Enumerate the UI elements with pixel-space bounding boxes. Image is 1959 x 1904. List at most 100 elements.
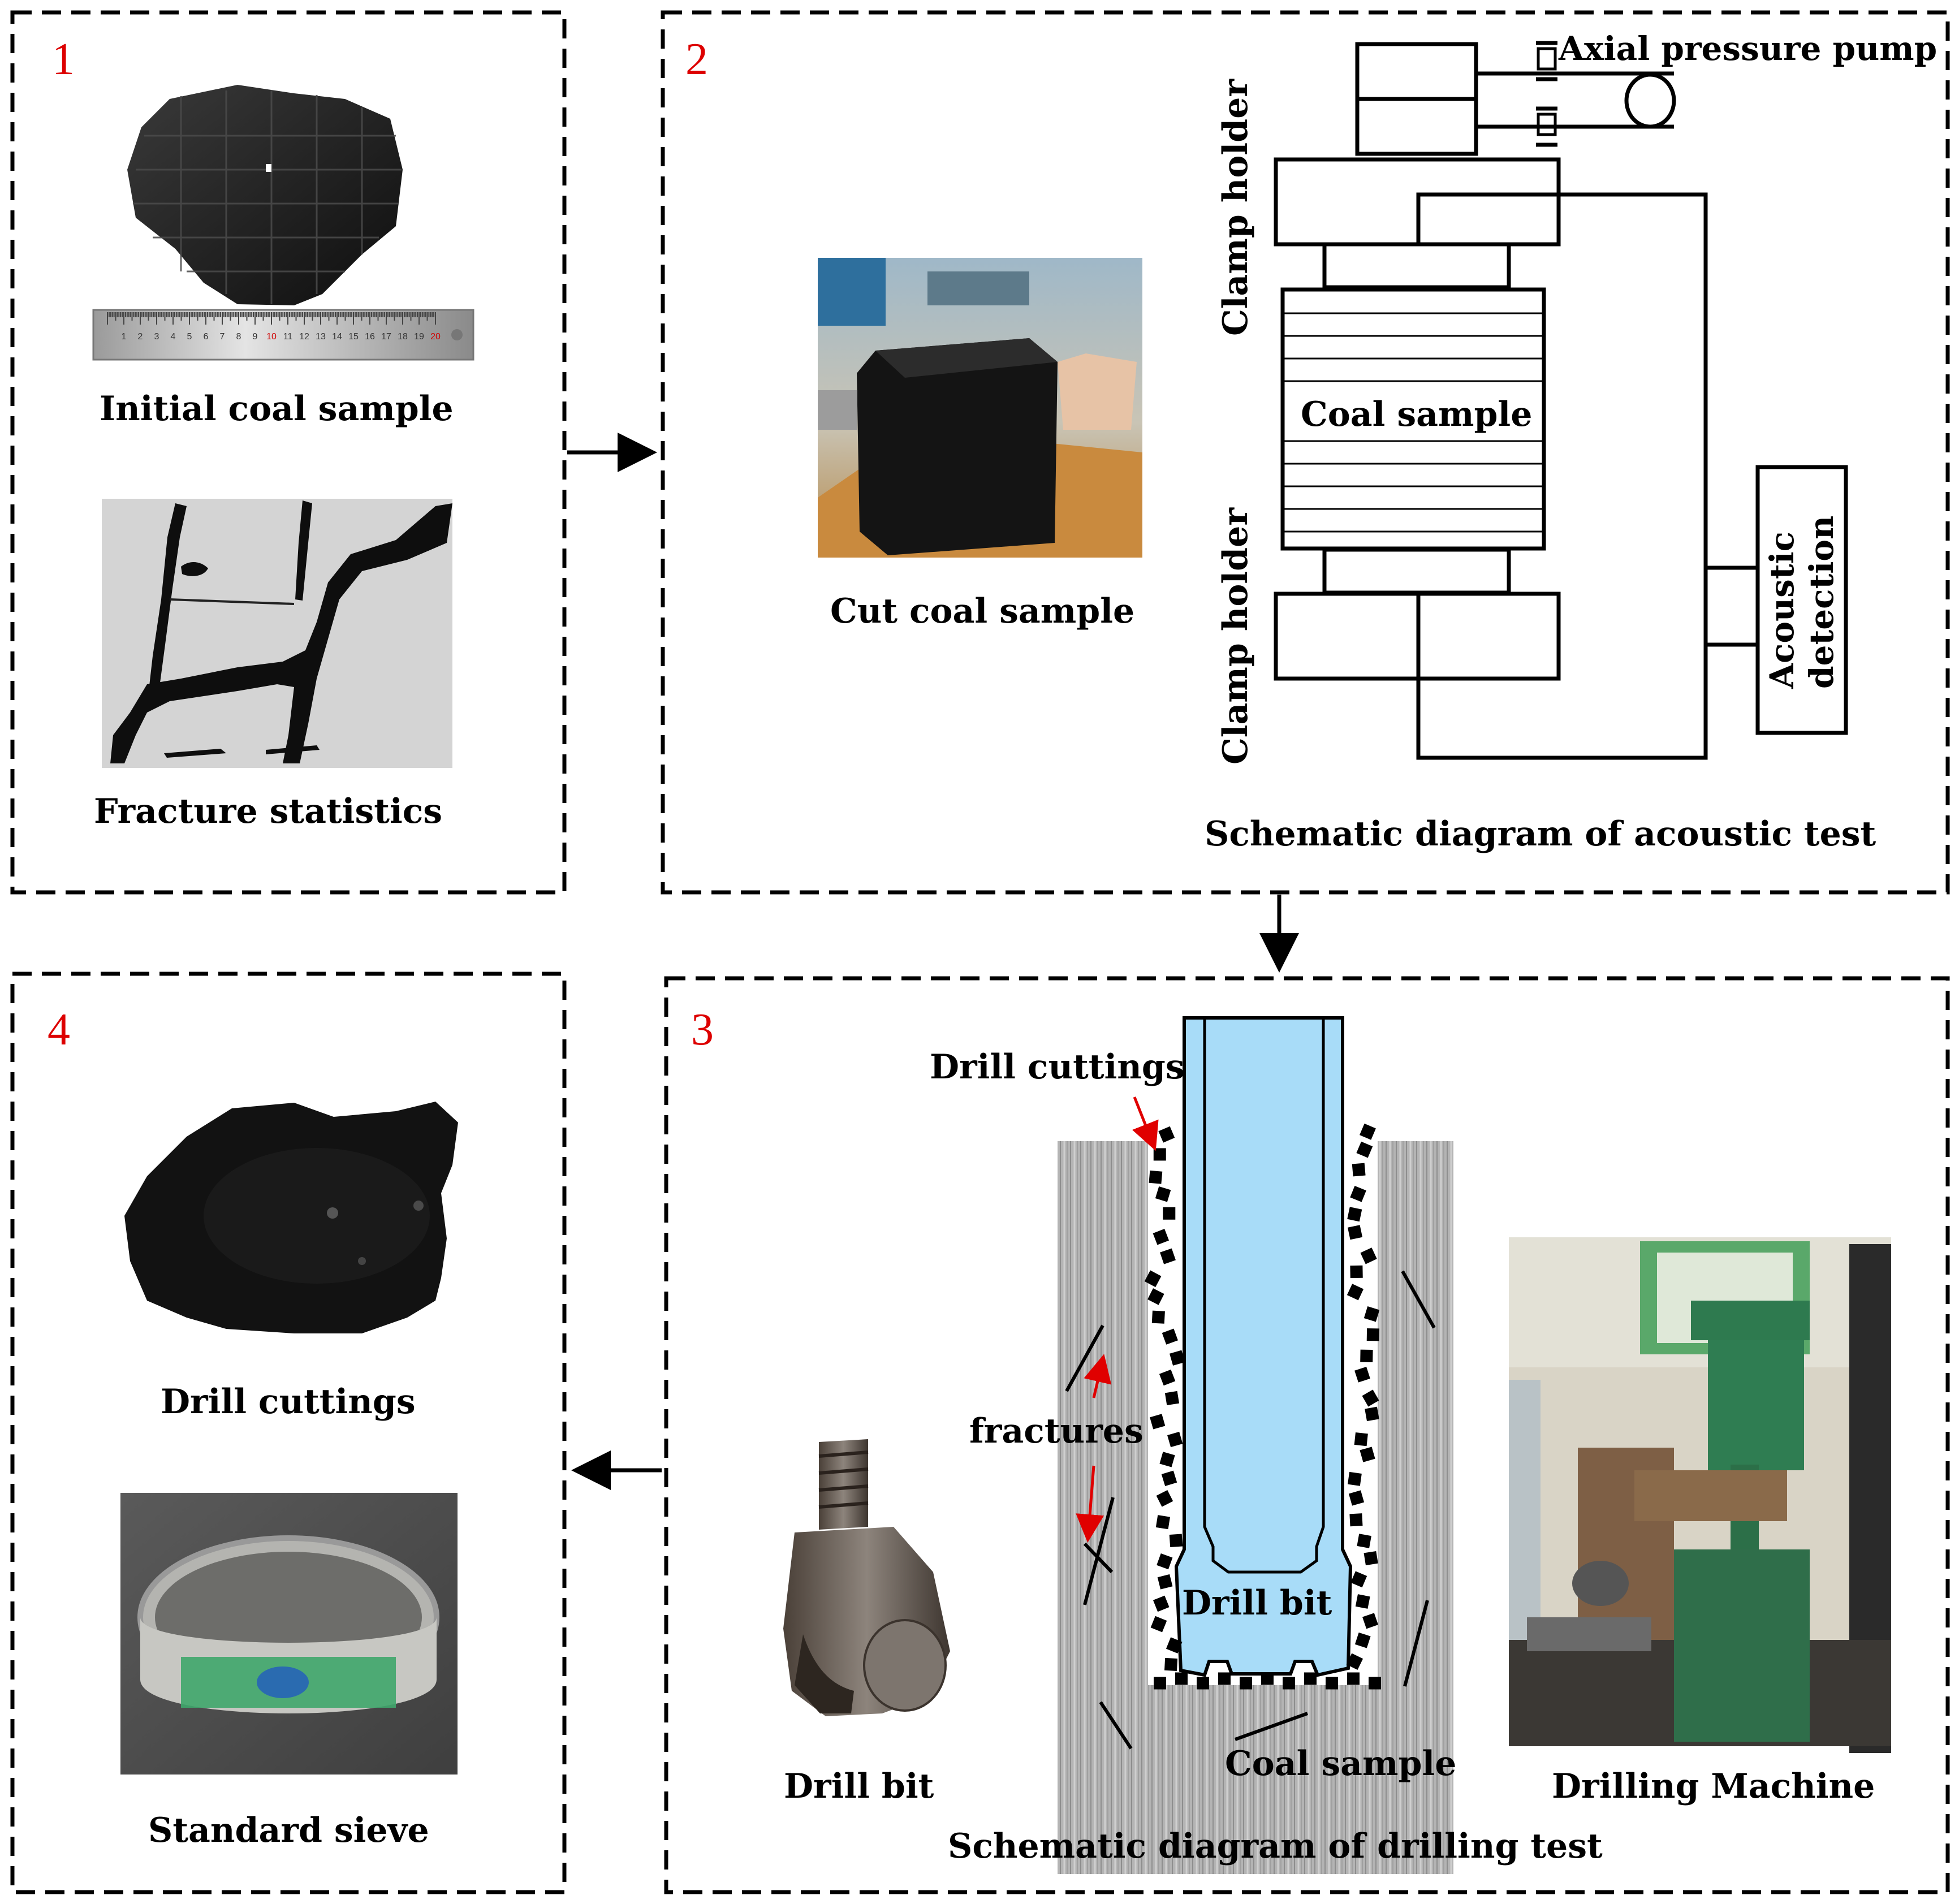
label-acoustic-detection: Acoustic detection	[1763, 515, 1841, 689]
cutting-particle	[1163, 1207, 1176, 1220]
sample-layers	[1283, 312, 1544, 533]
cutting-particle	[1283, 1677, 1295, 1690]
cutting-particle	[1363, 1551, 1378, 1566]
cutting-particle	[1363, 1306, 1380, 1322]
red-arrows	[1076, 1096, 1159, 1543]
ruler-tick-label: 8	[236, 332, 241, 342]
cutting-particle	[1170, 1350, 1185, 1366]
cutting-particle	[1155, 1186, 1171, 1202]
cutting-particle	[1162, 1328, 1178, 1345]
cutting-particle	[1166, 1637, 1183, 1653]
cutting-particle	[1218, 1672, 1231, 1685]
ruler-tick-label: 17	[381, 332, 391, 342]
fracture-lines	[1065, 1270, 1436, 1750]
cutting-particle	[1144, 1270, 1162, 1288]
cutting-particle	[1347, 1284, 1364, 1301]
coal-sample-rock-right	[1378, 1141, 1453, 1874]
label-clamp-holder-bottom: Clamp holder	[1216, 508, 1255, 765]
cutting-particle	[1197, 1677, 1209, 1690]
ruler-tick-label: 9	[253, 332, 258, 342]
cutting-particle	[1347, 1207, 1362, 1222]
drilling-machine-photo	[1509, 1237, 1891, 1753]
cutting-particle	[1157, 1574, 1173, 1590]
cutting-particle	[1362, 1389, 1379, 1407]
panel-3-border	[664, 976, 1950, 1894]
cutting-particle	[1348, 1471, 1362, 1486]
caption-drill-bit: Drill bit	[784, 1767, 934, 1806]
cutting-particle	[1350, 1265, 1363, 1279]
cutting-particle	[1153, 1148, 1166, 1161]
cutting-particle	[1360, 1123, 1376, 1140]
label-fractures: fractures	[969, 1411, 1144, 1451]
label-drill-cuttings-diagram: Drill cuttings	[930, 1047, 1185, 1087]
cutting-particle	[1167, 1431, 1183, 1448]
panel-4-number: 4	[48, 1005, 70, 1055]
ruler-tick-label: 15	[348, 332, 359, 342]
caption-drilling-test: Schematic diagram of drilling test	[948, 1827, 1603, 1866]
cutting-particle	[1175, 1672, 1188, 1685]
cutting-particle	[1155, 1515, 1171, 1530]
caption-cut-coal-sample: Cut coal sample	[830, 592, 1135, 631]
standard-sieve-photo	[120, 1493, 458, 1775]
label-axial-pressure-pump: Axial pressure pump	[1559, 29, 1938, 68]
panel-1-border	[10, 10, 567, 895]
acoustic-detection-box	[1755, 465, 1848, 735]
cutting-particle	[1158, 1126, 1175, 1143]
ruler-tick-label: 3	[154, 332, 159, 342]
ruler-tick-label: 11	[283, 332, 293, 342]
ruler-tick-label: 6	[204, 332, 209, 342]
cutting-particle	[1326, 1677, 1338, 1690]
cutting-particle	[1348, 1490, 1365, 1506]
label-coal-sample-acoustic: Coal sample	[1301, 395, 1533, 434]
ruler-tick-label: 7	[220, 332, 225, 342]
cutting-particle	[1365, 1406, 1379, 1422]
cutting-particle	[1354, 1432, 1368, 1447]
cutting-particle	[1349, 1513, 1363, 1527]
initial-coal-photo	[127, 85, 403, 305]
panel-4-border	[10, 972, 567, 1894]
cutting-particle	[1159, 1369, 1176, 1386]
ruler-tick-label: 1	[122, 332, 127, 342]
ruler-tick-label: 13	[316, 332, 326, 342]
cutting-particle	[1153, 1595, 1170, 1612]
coal-sample-rock-left	[1058, 1141, 1148, 1874]
cutting-particle	[1369, 1677, 1381, 1690]
cutting-particle	[1350, 1185, 1366, 1202]
panel-3-number: 3	[691, 1005, 714, 1055]
cutting-particle	[1346, 1653, 1363, 1670]
cutting-particle	[1360, 1349, 1373, 1362]
cutting-particle	[1169, 1534, 1183, 1547]
ruler-tick-label: 4	[171, 332, 176, 342]
cutting-particle	[1347, 1672, 1360, 1685]
cut-coal-photo	[818, 258, 1142, 558]
cutting-particle	[1352, 1163, 1366, 1177]
cutting-particle	[1356, 1141, 1373, 1158]
cutting-particle	[1350, 1571, 1367, 1588]
cutting-particle	[1153, 1229, 1170, 1245]
cutting-particle	[1159, 1452, 1175, 1467]
acoustic-test-diagram	[1274, 41, 1848, 760]
cutting-particle	[1360, 1247, 1377, 1264]
cutting-particle	[1304, 1672, 1317, 1685]
panel-2-number: 2	[685, 34, 708, 84]
ruler-tick-label: 19	[414, 332, 424, 342]
panel-1-number: 1	[52, 34, 75, 84]
fracture-statistics-image	[102, 499, 452, 768]
ruler-tick-label: 12	[299, 332, 309, 342]
label-clamp-holder-top: Clamp holder	[1216, 79, 1255, 336]
caption-acoustic-test: Schematic diagram of acoustic test	[1205, 814, 1876, 854]
drill-cuttings-photo	[124, 1102, 458, 1333]
top-clamp-neck	[1322, 242, 1511, 290]
pump-wheel	[1624, 72, 1676, 129]
caption-initial-coal-sample: Initial coal sample	[100, 389, 454, 429]
flow-arrows	[567, 433, 1299, 1490]
caption-drill-cuttings: Drill cuttings	[161, 1382, 416, 1422]
caption-standard-sieve: Standard sieve	[148, 1811, 429, 1850]
cutting-particle	[1156, 1490, 1173, 1507]
cutting-particle	[1366, 1328, 1380, 1341]
panel-borders	[10, 10, 1950, 1894]
cutting-particle	[1355, 1594, 1370, 1609]
cutting-particle	[1150, 1414, 1166, 1430]
